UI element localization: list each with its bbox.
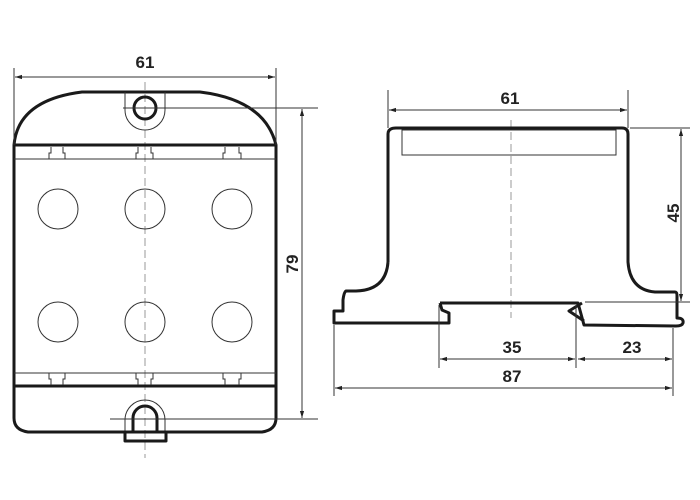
- front-width-label: 61: [136, 53, 155, 72]
- housing-outline: [12, 90, 278, 434]
- terminal-hole: [37, 301, 79, 343]
- bottom-latch: [123, 430, 168, 443]
- bottom-mount-tab: [124, 399, 166, 432]
- label-window: [401, 129, 617, 156]
- offset-label: 23: [623, 338, 642, 357]
- terminal-hole: [37, 188, 79, 230]
- din-foot-left: [332, 261, 451, 325]
- side-width-label: 61: [501, 89, 520, 108]
- din-clip: [567, 301, 585, 323]
- rail-width-label: 35: [503, 338, 522, 357]
- terminal-hole: [211, 301, 253, 343]
- side-view: 61 45 35 23 87: [332, 89, 690, 396]
- housing-profile: [386, 126, 685, 328]
- terminal-hole: [124, 188, 166, 230]
- top-mount-tab: [124, 92, 166, 131]
- top-clips: [48, 147, 242, 385]
- bottom-slot: [131, 404, 159, 432]
- front-view: 61 79: [12, 53, 318, 458]
- terminal-holes: [37, 188, 253, 343]
- side-height-label: 45: [664, 204, 683, 223]
- total-depth-label: 87: [503, 367, 522, 386]
- terminal-hole: [124, 301, 166, 343]
- front-height-label: 79: [283, 255, 302, 274]
- terminal-hole: [211, 188, 253, 230]
